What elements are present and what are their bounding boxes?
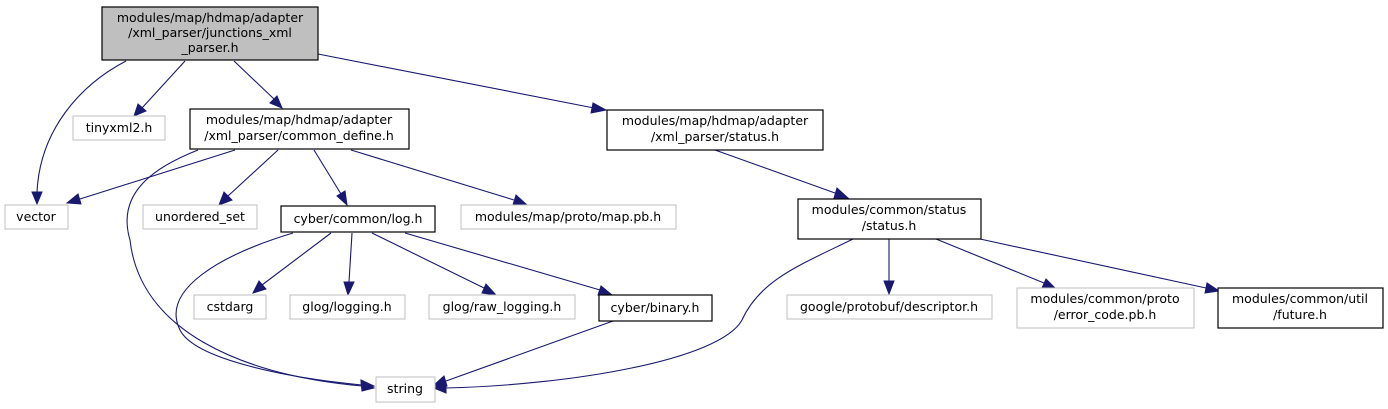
node-error-code[interactable]: modules/common/proto /error_code.pb.h bbox=[1016, 287, 1195, 329]
node-raw-logging-label: glog/raw_logging.h bbox=[443, 299, 562, 314]
edge-common-define-to-log bbox=[313, 149, 348, 207]
edge-root-to-status-header bbox=[317, 53, 608, 114]
edge-root-to-common-define bbox=[233, 60, 283, 109]
node-common-status-line1: modules/common/status bbox=[812, 202, 967, 217]
node-future-line1: modules/common/util bbox=[1232, 291, 1368, 306]
edge-root-to-tinyxml2 bbox=[133, 60, 186, 117]
node-binary[interactable]: cyber/binary.h bbox=[598, 294, 713, 322]
edge-log-to-string bbox=[175, 232, 376, 391]
node-future-line2: /future.h bbox=[1273, 307, 1327, 322]
edge-common-define-to-map-pb bbox=[350, 149, 529, 206]
node-common-define-line1: modules/map/hdmap/adapter bbox=[206, 112, 393, 127]
node-descriptor-label: google/protobuf/descriptor.h bbox=[800, 299, 978, 314]
node-logging-label: glog/logging.h bbox=[302, 299, 391, 314]
node-raw-logging[interactable]: glog/raw_logging.h bbox=[428, 294, 576, 320]
edge-root-to-vector bbox=[31, 60, 127, 206]
edge-log-to-raw-logging bbox=[371, 232, 498, 296]
node-common-define-line2: /xml_parser/common_define.h bbox=[204, 128, 394, 143]
node-tinyxml2[interactable]: tinyxml2.h bbox=[72, 115, 166, 141]
node-string-label: string bbox=[387, 381, 423, 396]
node-map-pb[interactable]: modules/map/proto/map.pb.h bbox=[460, 204, 677, 230]
node-error-code-line2: /error_code.pb.h bbox=[1054, 307, 1157, 322]
edge-common-define-to-unordered-set bbox=[218, 149, 279, 206]
node-tinyxml2-label: tinyxml2.h bbox=[86, 120, 153, 135]
node-descriptor[interactable]: google/protobuf/descriptor.h bbox=[786, 294, 993, 320]
node-root[interactable]: modules/map/hdmap/adapter /xml_parser/ju… bbox=[101, 6, 319, 61]
node-vector[interactable]: vector bbox=[4, 204, 69, 230]
edge-log-to-logging bbox=[343, 232, 355, 297]
edge-common-define-to-vector bbox=[65, 149, 236, 205]
node-common-define[interactable]: modules/map/hdmap/adapter /xml_parser/co… bbox=[189, 108, 410, 150]
node-unordered-set-label: unordered_set bbox=[155, 209, 245, 224]
node-string[interactable]: string bbox=[375, 376, 436, 403]
node-unordered-set[interactable]: unordered_set bbox=[142, 204, 258, 230]
node-root-line1: modules/map/hdmap/adapter bbox=[117, 10, 304, 25]
edge-status-header-to-common-status bbox=[714, 149, 850, 199]
edge-log-to-cstdarg bbox=[252, 232, 332, 294]
edge-common-status-to-future bbox=[979, 238, 1221, 294]
node-log[interactable]: cyber/common/log.h bbox=[280, 205, 436, 233]
node-common-status-line2: /status.h bbox=[862, 218, 917, 233]
node-root-line3: _parser.h bbox=[180, 40, 238, 55]
node-error-code-line1: modules/common/proto bbox=[1030, 291, 1179, 306]
node-map-pb-label: modules/map/proto/map.pb.h bbox=[475, 209, 661, 224]
edge-common-status-to-descriptor bbox=[883, 239, 895, 296]
node-cstdarg[interactable]: cstdarg bbox=[193, 294, 267, 320]
node-status-header-line1: modules/map/hdmap/adapter bbox=[622, 113, 809, 128]
node-binary-label: cyber/binary.h bbox=[611, 300, 700, 315]
node-status-header-line2: /xml_parser/status.h bbox=[651, 129, 779, 144]
node-status-header[interactable]: modules/map/hdmap/adapter /xml_parser/st… bbox=[606, 109, 824, 151]
node-logging[interactable]: glog/logging.h bbox=[289, 294, 406, 320]
edge-common-status-to-error-code bbox=[935, 238, 1058, 290]
edge-common-define-to-string bbox=[126, 149, 376, 392]
node-vector-label: vector bbox=[16, 209, 57, 224]
node-log-label: cyber/common/log.h bbox=[294, 211, 423, 226]
edge-common-status-to-string bbox=[432, 238, 854, 394]
node-future[interactable]: modules/common/util /future.h bbox=[1217, 287, 1384, 329]
node-cstdarg-label: cstdarg bbox=[207, 299, 254, 314]
node-common-status[interactable]: modules/common/status /status.h bbox=[797, 198, 982, 240]
node-root-line2: /xml_parser/junctions_xml bbox=[128, 25, 292, 40]
